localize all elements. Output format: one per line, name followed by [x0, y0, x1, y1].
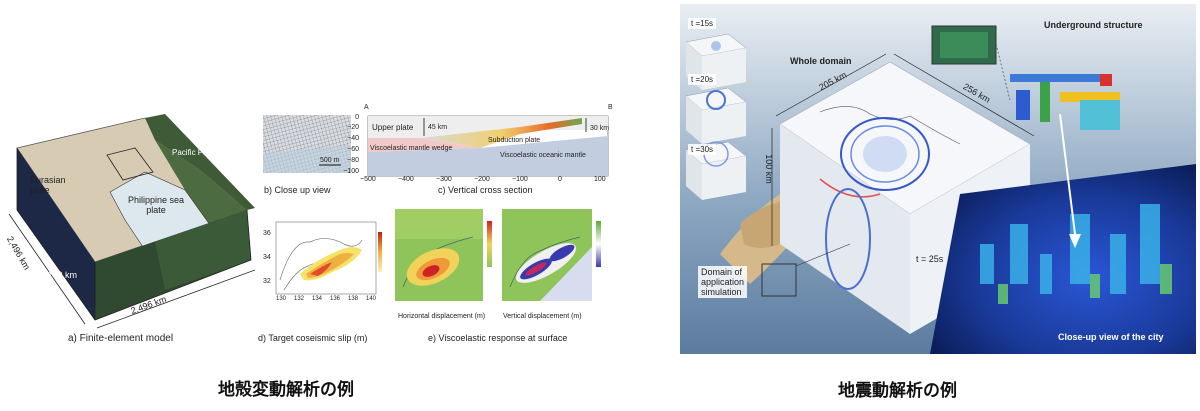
seismic-motion-panel: t =15s t =20s t =30s Whole domain 205 km…: [680, 4, 1196, 354]
philippine-sea-plate-label: Philippine sea plate: [128, 195, 185, 215]
x-tick: −300: [436, 176, 452, 183]
mantle-wedge-label: Viscoelastic mantle wedge: [370, 145, 453, 152]
close-up-mesh: [263, 115, 351, 173]
horizontal-displacement-xlabel: Horizontal displacement (m): [398, 313, 486, 320]
x-tick: −200: [474, 176, 490, 183]
whole-domain-label: Whole domain: [790, 56, 852, 66]
time-15s-label: t =15s: [688, 18, 717, 29]
x-tick: −100: [512, 176, 528, 183]
vertical-displacement-xlabel: Vertical displacement (m): [503, 313, 582, 320]
eurasian-plate-label: Eurasian plate: [30, 175, 66, 195]
cross-section-caption: c) Vertical cross section: [438, 185, 533, 195]
vertical-displacement-map: [502, 209, 601, 301]
depth-30-label: 30 km: [590, 125, 610, 132]
oceanic-mantle-label: Viscoelastic oceanic mantle: [500, 152, 586, 159]
lon-tick: 138: [348, 296, 359, 302]
section-A: A: [364, 104, 369, 111]
depth-label: 1,100 km: [40, 270, 78, 280]
vertical-cross-section: [367, 115, 609, 177]
time-25s-label: t = 25s: [916, 254, 944, 264]
horizontal-displacement-map: [395, 209, 492, 301]
dim-100-label: 100 km: [763, 154, 774, 184]
x-tick: 100: [594, 176, 606, 183]
close-up-caption: b) Close up view: [264, 185, 331, 195]
snapshot-30s: [685, 141, 747, 200]
subduction-plate-label: Subduction plate: [488, 137, 541, 144]
section-y-ticks: 0 −20 −40 −60 −80 −100: [339, 114, 359, 178]
lon-tick: 134: [312, 296, 323, 302]
lon-ticks: 130 132 134 136 138 140: [276, 296, 386, 306]
x-tick: 0: [558, 176, 562, 183]
upper-plate-label: Upper plate: [372, 123, 414, 132]
time-20s-label: t =20s: [688, 74, 717, 85]
lat-tick: 36: [263, 230, 271, 237]
seismic-motion-title: 地震動解析の例: [838, 381, 957, 401]
y-tick: −100: [343, 168, 359, 175]
seismic-simulation-figure: [680, 4, 1196, 354]
lon-tick: 136: [330, 296, 341, 302]
underground-structure-render: [1010, 74, 1120, 130]
lat-tick: 34: [263, 254, 271, 261]
coseismic-slip-map: [275, 221, 382, 295]
pacific-plate-label: Pacific Plate: [172, 148, 217, 157]
lat-tick: 32: [263, 278, 271, 285]
domain-of-application-label: Domain of application simulation: [698, 266, 748, 298]
lon-tick: 130: [276, 296, 287, 302]
close-up-scale: 500 m: [320, 157, 340, 164]
city-closeup-label: Close-up view of the city: [1058, 332, 1164, 342]
finite-element-caption: a) Finite-element model: [68, 333, 174, 344]
y-tick: −80: [347, 157, 359, 164]
y-tick: −60: [347, 146, 359, 153]
y-tick: −40: [347, 135, 359, 142]
finite-element-model-block: [8, 114, 256, 329]
x-tick: −400: [398, 176, 414, 183]
section-B: B: [608, 104, 613, 111]
crustal-deformation-title: 地殻変動解析の例: [218, 380, 354, 400]
underground-structure-label: Underground structure: [1044, 20, 1143, 30]
x-tick: −500: [360, 176, 376, 183]
lon-tick: 140: [366, 296, 377, 302]
depth-45-label: 45 km: [428, 124, 448, 131]
coseismic-slip-caption: d) Target coseismic slip (m): [258, 333, 368, 343]
y-tick: 0: [355, 114, 359, 121]
time-30s-label: t =30s: [688, 144, 717, 155]
crustal-deformation-panel: Eurasian plate Pacific Plate Philippine …: [5, 104, 618, 400]
viscoelastic-caption: e) Viscoelastic response at surface: [428, 333, 568, 343]
lon-tick: 132: [294, 296, 305, 302]
y-tick: −20: [347, 124, 359, 131]
section-x-ticks: −500 −400 −300 −200 −100 0 100: [360, 176, 618, 186]
snapshot-20s: [685, 87, 747, 144]
